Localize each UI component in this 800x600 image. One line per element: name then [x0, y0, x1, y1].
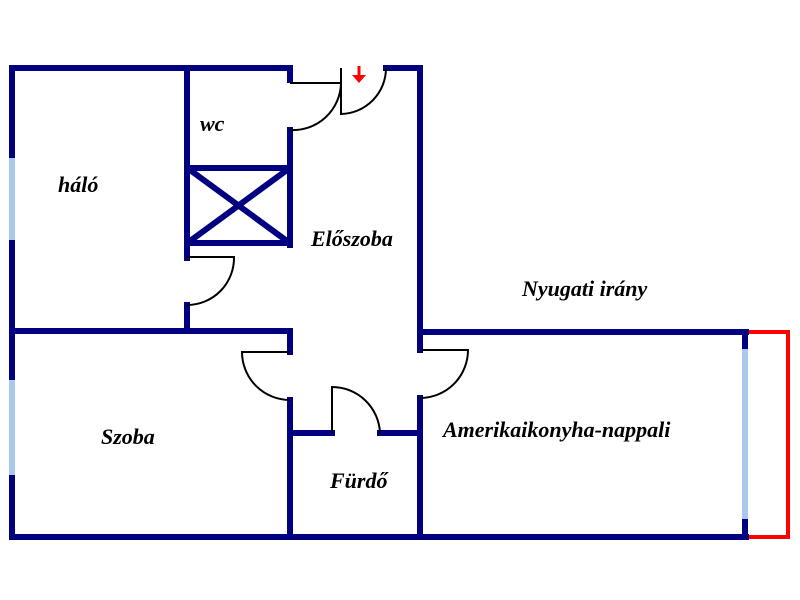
door-szoba: [240, 351, 291, 401]
room-label-szoba: Szoba: [101, 424, 155, 449]
door-furdo: [331, 385, 381, 434]
room-label-furdo: Fürdő: [329, 468, 389, 493]
room-label-nappali: Amerikaikonyha-nappali: [441, 417, 671, 442]
door-entrance: [340, 67, 387, 116]
doors: [186, 67, 470, 434]
down-arrow-icon: [352, 66, 366, 83]
door-nappali: [419, 349, 470, 399]
room-label-eloszoba: Előszoba: [310, 226, 393, 251]
door-wc: [289, 82, 343, 132]
door-halo: [186, 256, 236, 306]
orientation-label: Nyugati irány: [521, 276, 648, 301]
walls: [9, 65, 749, 540]
room-label-halo: háló: [58, 172, 98, 197]
room-label-wc: wc: [200, 111, 225, 136]
balcony-outline: [746, 330, 790, 539]
